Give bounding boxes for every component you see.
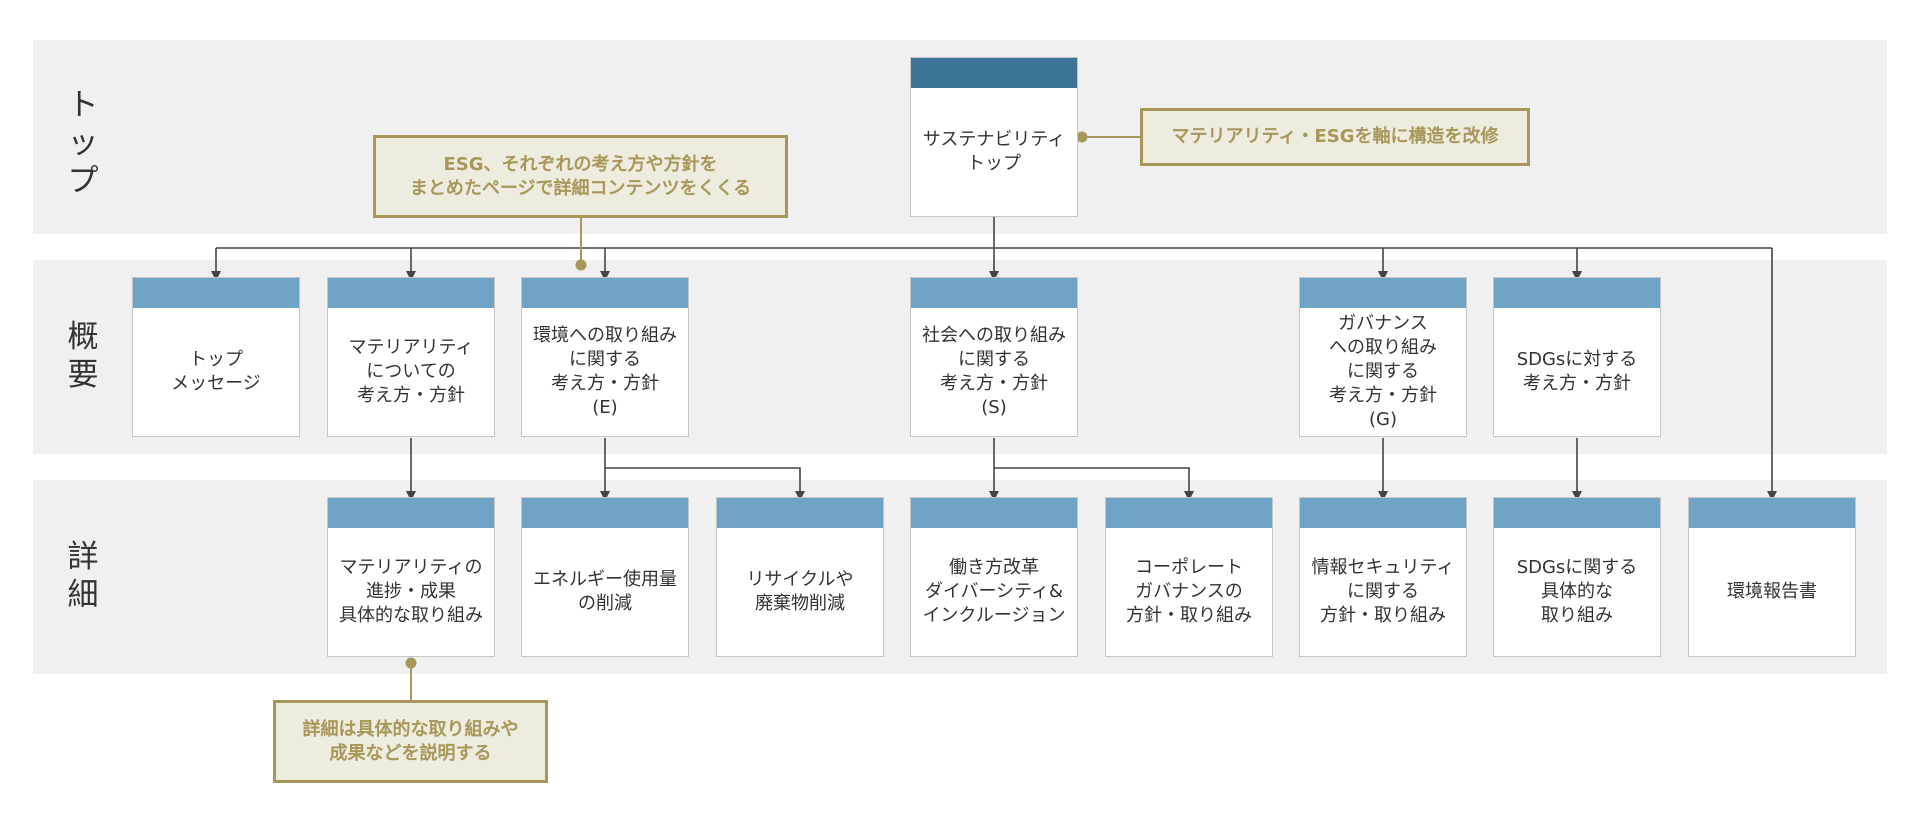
node-label: 環境報告書 — [1727, 581, 1817, 602]
node-label: 環境への取り組み に関する 考え方・方針 (E) — [533, 325, 677, 418]
node-sdgs-policy: SDGsに対する 考え方・方針 — [1493, 277, 1661, 437]
note-esg-grouping: ESG、それぞれの考え方や方針を まとめたページで詳細コンテンツをくくる — [373, 135, 788, 218]
note-dot-detail — [405, 657, 417, 669]
note-dot-top — [1076, 131, 1088, 143]
node-energy-reduction: エネルギー使用量 の削減 — [521, 497, 689, 657]
node-environmental-report: 環境報告書 — [1688, 497, 1856, 657]
node-header — [1494, 498, 1660, 528]
node-header — [1300, 278, 1466, 308]
node-header — [1494, 278, 1660, 308]
node-top-message: トップ メッセージ — [132, 277, 300, 437]
node-header — [328, 498, 494, 528]
note-dot-esg — [575, 259, 587, 271]
row-label-top: トップ — [67, 87, 99, 199]
node-label: マテリアリティ についての 考え方・方針 — [348, 337, 474, 406]
node-label: 社会への取り組み に関する 考え方・方針 (S) — [922, 325, 1066, 418]
node-information-security: 情報セキュリティ に関する 方針・取り組み — [1299, 497, 1467, 657]
node-label: マテリアリティの 進捗・成果 具体的な取り組み — [339, 557, 483, 626]
node-label: SDGsに対する 考え方・方針 — [1516, 349, 1638, 394]
connector-environment-recycle — [605, 467, 805, 501]
node-environment-policy: 環境への取り組み に関する 考え方・方針 (E) — [521, 277, 689, 437]
node-recycling: リサイクルや 廃棄物削減 — [716, 497, 884, 657]
node-label: ガバナンス への取り組み に関する 考え方・方針 (G) — [1329, 313, 1437, 430]
node-label: サステナビリティ トップ — [922, 129, 1066, 174]
node-label: 働き方改革 ダイバーシティ& インクルージョン — [922, 557, 1066, 626]
node-label: 情報セキュリティ に関する 方針・取り組み — [1311, 557, 1455, 626]
note-detail-description: 詳細は具体的な取り組みや 成果などを説明する — [273, 700, 548, 783]
node-header — [1300, 498, 1466, 528]
node-header — [1106, 498, 1272, 528]
node-label: SDGsに関する 具体的な 取り組み — [1516, 557, 1638, 626]
node-social-policy: 社会への取り組み に関する 考え方・方針 (S) — [910, 277, 1078, 437]
node-work-style-diversity: 働き方改革 ダイバーシティ& インクルージョン — [910, 497, 1078, 657]
node-header — [522, 498, 688, 528]
node-header — [1689, 498, 1855, 528]
note-structure-revision: マテリアリティ・ESGを軸に構造を改修 — [1140, 108, 1530, 166]
node-sustainability-top: サステナビリティ トップ — [910, 57, 1078, 217]
node-header — [133, 278, 299, 308]
node-header — [522, 278, 688, 308]
row-label-detail: 詳細 — [67, 539, 99, 613]
node-label: トップ メッセージ — [171, 349, 261, 394]
node-label: コーポレート ガバナンスの 方針・取り組み — [1126, 557, 1252, 626]
node-header — [328, 278, 494, 308]
node-header — [717, 498, 883, 528]
node-header — [911, 58, 1077, 88]
node-label: エネルギー使用量 の削減 — [533, 569, 677, 614]
node-materiality-policy: マテリアリティ についての 考え方・方針 — [327, 277, 495, 437]
node-header — [911, 498, 1077, 528]
node-corporate-governance: コーポレート ガバナンスの 方針・取り組み — [1105, 497, 1273, 657]
node-label: リサイクルや 廃棄物削減 — [746, 569, 854, 614]
node-governance-policy: ガバナンス への取り組み に関する 考え方・方針 (G) — [1299, 277, 1467, 437]
node-materiality-progress: マテリアリティの 進捗・成果 具体的な取り組み — [327, 497, 495, 657]
connector-social-governance-detail — [994, 467, 1194, 501]
node-header — [911, 278, 1077, 308]
node-sdgs-initiatives: SDGsに関する 具体的な 取り組み — [1493, 497, 1661, 657]
row-label-overview: 概要 — [67, 319, 99, 393]
